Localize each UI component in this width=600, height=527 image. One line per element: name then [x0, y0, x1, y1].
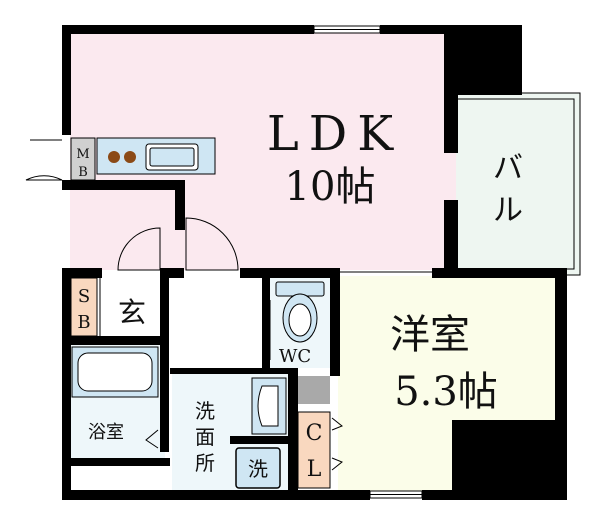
duct-block	[298, 376, 330, 404]
washroom-label-2: 面	[195, 425, 215, 449]
entrance-label: 玄	[118, 296, 146, 329]
walls	[62, 25, 567, 500]
kitchen-counter	[96, 137, 216, 175]
washroom-label-1: 洗	[195, 399, 215, 423]
meter-box	[70, 137, 96, 181]
closet-door-marks	[331, 417, 343, 471]
wc-label: WC	[279, 346, 311, 367]
balcony-railing	[458, 92, 581, 276]
ldk-size: 10帖	[285, 164, 376, 210]
western-room-size: 5.3帖	[394, 369, 498, 415]
toilet	[275, 281, 325, 343]
balcony-label-2: ル	[493, 193, 523, 228]
balcony-floor	[456, 93, 580, 275]
meter-box-label-2: B	[78, 165, 88, 180]
western-room-label: 洋室	[390, 312, 470, 358]
bath-label: 浴室	[88, 422, 124, 443]
hall-floor	[162, 276, 266, 370]
windows	[313, 25, 423, 499]
ldk-label: LDK	[267, 106, 403, 162]
shoe-box-label-1: S	[78, 286, 90, 307]
doors	[25, 139, 432, 360]
washroom-label-3: 所	[195, 451, 215, 475]
closet-label-1: C	[306, 421, 323, 446]
washer-label: 洗	[248, 457, 268, 481]
bathtub	[71, 346, 159, 398]
shoe-box	[70, 277, 98, 337]
entrance-floor	[100, 276, 160, 336]
closet-label-2: L	[307, 457, 322, 482]
washer-pan	[235, 447, 281, 489]
meter-box-label-1: M	[76, 147, 89, 162]
bath-door-mark	[145, 429, 159, 449]
balcony-label-1: バ	[493, 151, 523, 186]
shoe-box-label-2: B	[77, 312, 90, 333]
wash-basin	[251, 377, 287, 435]
closet	[297, 411, 331, 489]
